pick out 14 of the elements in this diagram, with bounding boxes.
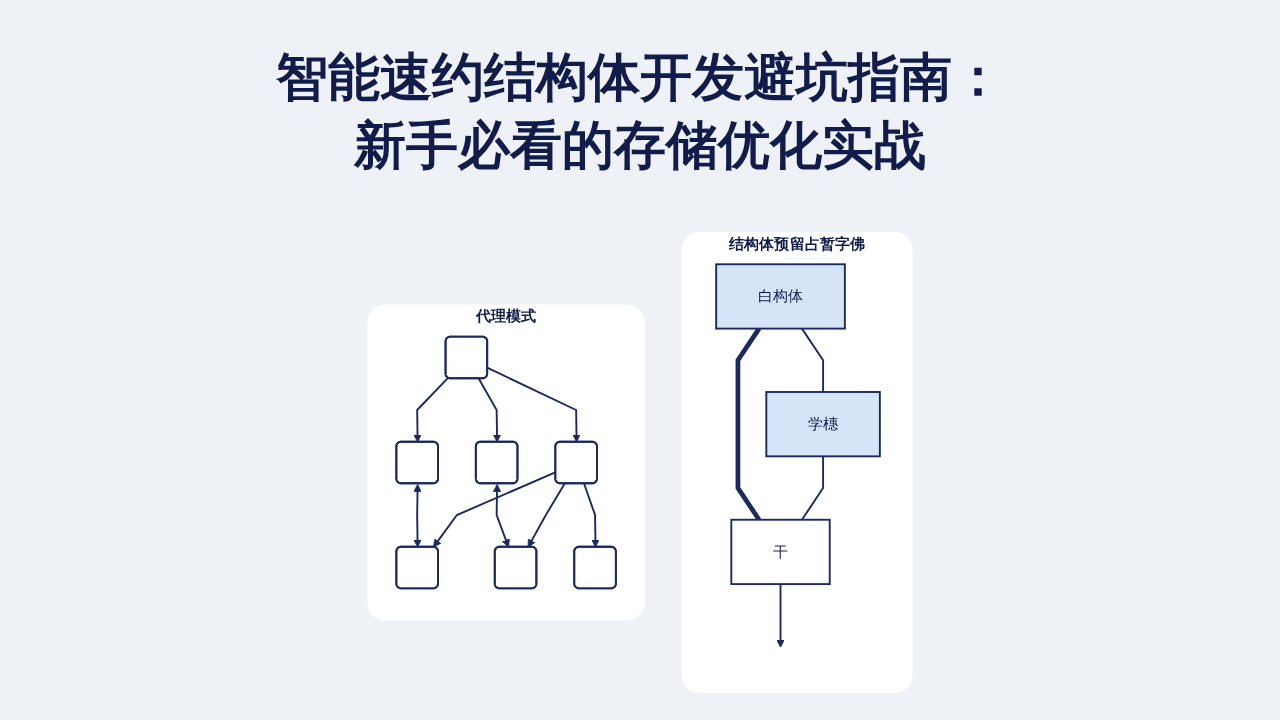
arrow [776, 583, 785, 648]
arrow [413, 377, 450, 443]
connector [801, 455, 825, 521]
arrow [413, 483, 422, 548]
arrow [527, 482, 566, 548]
arrow [492, 483, 510, 548]
node-box: 干 [730, 518, 831, 586]
node-box: 学橞 [765, 391, 881, 458]
arrow [583, 482, 600, 548]
node-box: 白构体 [715, 263, 846, 330]
connector [801, 327, 825, 393]
title: 智能速约结构体开发避坑指南：新手必看的存储优化实战 [275, 46, 1005, 177]
cluster: 代理模式 [367, 304, 645, 621]
arrow [477, 377, 502, 443]
